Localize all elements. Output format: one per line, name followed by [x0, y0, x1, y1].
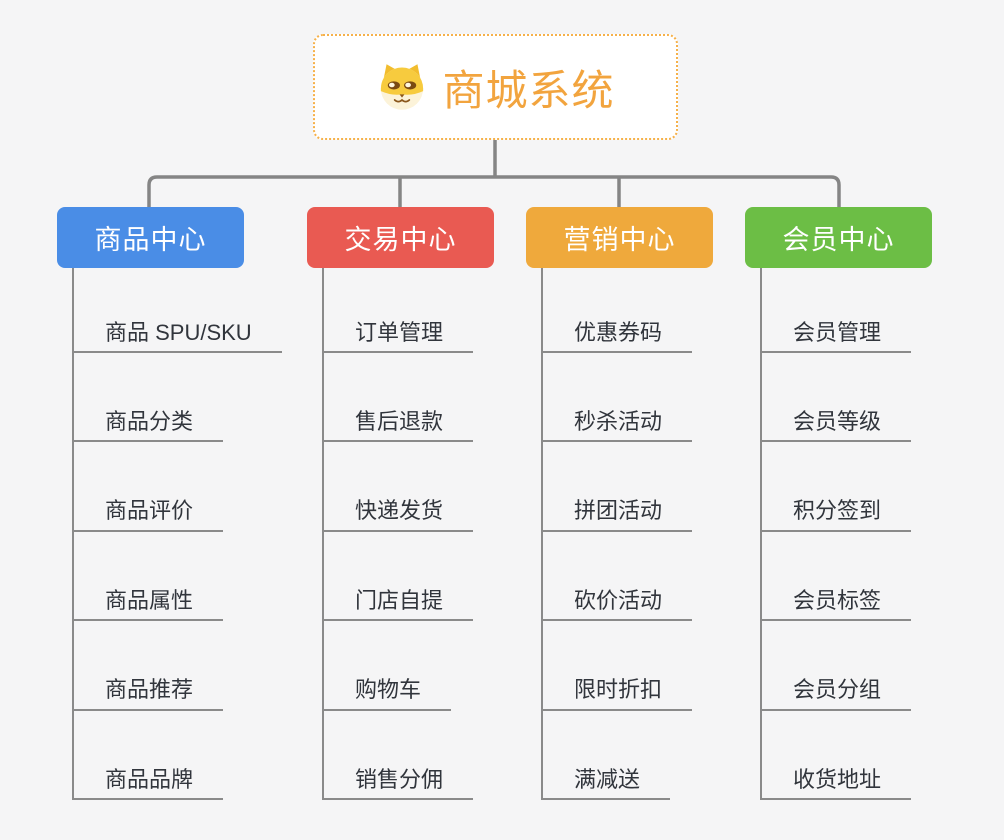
item-node[interactable]: 会员分组 [762, 677, 912, 711]
item-node[interactable]: 收货地址 [762, 767, 912, 800]
item-node[interactable]: 商品推荐 [74, 677, 224, 711]
branch-member-center: 会员中心 会员管理 会员等级 积分签到 会员标签 会员分组 收货地址 [745, 207, 932, 800]
item-node[interactable]: 售后退款 [324, 409, 474, 443]
item-node[interactable]: 会员管理 [762, 320, 912, 353]
branch-header-marketing-center[interactable]: 营销中心 [526, 207, 713, 268]
branch-marketing-center: 营销中心 优惠券码 秒杀活动 拼团活动 砍价活动 限时折扣 满减送 [526, 207, 713, 800]
item-node[interactable]: 商品 SPU/SKU [74, 320, 282, 353]
item-node[interactable]: 订单管理 [324, 320, 474, 353]
item-node[interactable]: 限时折扣 [543, 677, 693, 711]
branch-product-center: 商品中心 商品 SPU/SKU 商品分类 商品评价 商品属性 商品推荐 商品品牌 [57, 207, 282, 800]
item-node[interactable]: 积分签到 [762, 498, 912, 532]
item-node[interactable]: 快递发货 [324, 498, 474, 532]
branch-header-member-center[interactable]: 会员中心 [745, 207, 932, 268]
item-node[interactable]: 门店自提 [324, 588, 474, 622]
item-node[interactable]: 会员等级 [762, 409, 912, 443]
item-node[interactable]: 商品评价 [74, 498, 224, 532]
item-node[interactable]: 商品品牌 [74, 767, 224, 800]
branch-trade-center: 交易中心 订单管理 售后退款 快递发货 门店自提 购物车 销售分佣 [307, 207, 494, 800]
item-node[interactable]: 会员标签 [762, 588, 912, 622]
item-node[interactable]: 商品属性 [74, 588, 224, 622]
root-node[interactable]: 商城系统 [313, 34, 678, 140]
dog-face-icon [381, 64, 424, 110]
root-title: 商城系统 [442, 66, 615, 114]
item-node[interactable]: 购物车 [324, 677, 452, 711]
branch-items-trade: 订单管理 售后退款 快递发货 门店自提 购物车 销售分佣 [322, 268, 494, 800]
branch-label: 营销中心 [563, 225, 676, 255]
branch-label: 商品中心 [94, 225, 207, 255]
branch-label: 会员中心 [782, 225, 895, 255]
branch-header-trade-center[interactable]: 交易中心 [307, 207, 494, 268]
item-node[interactable]: 秒杀活动 [543, 409, 693, 443]
item-node[interactable]: 商品分类 [74, 409, 224, 443]
branch-items-marketing: 优惠券码 秒杀活动 拼团活动 砍价活动 限时折扣 满减送 [541, 268, 713, 800]
branch-items-member: 会员管理 会员等级 积分签到 会员标签 会员分组 收货地址 [760, 268, 932, 800]
item-node[interactable]: 销售分佣 [324, 767, 474, 800]
item-node[interactable]: 砍价活动 [543, 588, 693, 622]
item-node[interactable]: 拼团活动 [543, 498, 693, 532]
item-node[interactable]: 优惠券码 [543, 320, 693, 353]
outer-branch-line [147, 175, 841, 212]
branch-header-product-center[interactable]: 商品中心 [57, 207, 244, 268]
branch-items-product: 商品 SPU/SKU 商品分类 商品评价 商品属性 商品推荐 商品品牌 [72, 268, 282, 800]
branch-label: 交易中心 [344, 225, 457, 255]
item-node[interactable]: 满减送 [543, 767, 671, 800]
